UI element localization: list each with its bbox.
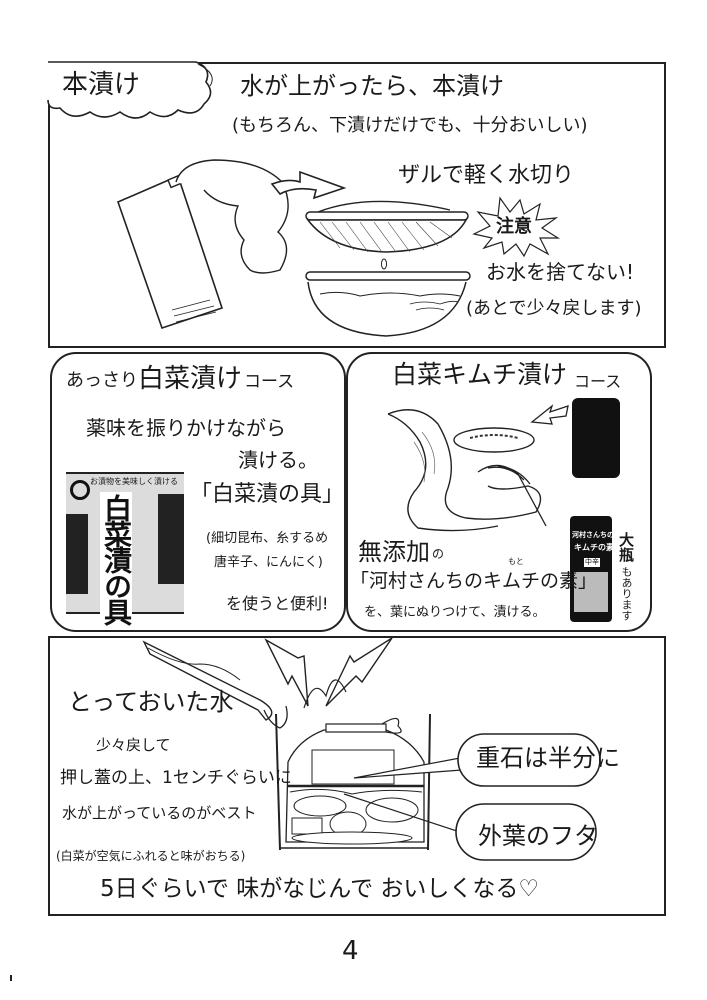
ingredients-line2: 唐辛子、にんにく) bbox=[214, 555, 323, 570]
bubble-lid-shape bbox=[343, 793, 597, 861]
drain-caption: ザルで軽く水切り bbox=[398, 163, 575, 188]
cloud-speech-shape bbox=[47, 61, 213, 119]
bottom-line3: 水が上がっているのがベスト bbox=[62, 804, 257, 822]
note-keep-water: お水を捨てない! bbox=[486, 260, 635, 284]
warning-label: 注意 bbox=[496, 216, 532, 237]
ingredients-line1: (細切昆布、糸するめ bbox=[206, 531, 329, 546]
subheading-note: (もちろん、下漬けだけでも、十分おいしい) bbox=[232, 115, 588, 136]
arrow-right-icon bbox=[270, 170, 347, 200]
large-bottle-note-2: もあります bbox=[620, 566, 633, 621]
large-bottle-note-1: 大瓶 bbox=[617, 532, 635, 562]
left-course-suffix: コース bbox=[244, 372, 295, 392]
kimchi-product-name: 「河村さんちのキムチの素」 bbox=[350, 570, 598, 592]
scan-mark bbox=[10, 975, 12, 981]
jar-label-line1: 河村さんちの bbox=[572, 531, 614, 539]
left-course-title: 白菜漬け bbox=[138, 364, 243, 394]
bubble-lid-text: 外葉のフタ bbox=[478, 822, 598, 850]
right-course-title: 白菜キムチ漬け bbox=[392, 360, 568, 389]
bottom-line1: 少々戻して bbox=[96, 736, 171, 754]
tilted-container-drawing bbox=[116, 159, 289, 330]
ruby-moto: もと bbox=[508, 557, 524, 566]
kimchi-instruction: を、葉にぬりつけて、漬ける。 bbox=[364, 605, 546, 620]
package-logo-icon bbox=[70, 480, 90, 500]
conclusion-text: 5日ぐらいで 味がなじんで おいしくなる♡ bbox=[100, 876, 540, 902]
cabbage-and-hand-drawing bbox=[387, 409, 547, 532]
product-package-image: お漬物を美味しく漬ける 白菜漬の具 bbox=[66, 472, 184, 626]
bubble-weight-shape bbox=[353, 733, 601, 787]
package-dark-band-left bbox=[66, 514, 88, 594]
kimchi-jar-small-image bbox=[572, 398, 620, 478]
title-main-pickling: 本漬け bbox=[62, 70, 141, 100]
colander-drawing bbox=[305, 200, 471, 337]
page-number: 4 bbox=[342, 936, 359, 966]
jar-label-line2: キムチの素 bbox=[574, 543, 614, 552]
kimchi-jar-large-image: 河村さんちの キムチの素 中辛 bbox=[570, 516, 614, 622]
bubble-weight-text: 重石は半分に bbox=[476, 744, 620, 772]
ladle-pouring-drawing bbox=[142, 640, 288, 729]
additive-free-label: 無添加 bbox=[358, 538, 430, 566]
saved-water-label: とっておいた水 bbox=[68, 688, 234, 716]
jar-badge: 中辛 bbox=[584, 558, 600, 567]
jar-photo bbox=[574, 572, 608, 612]
bottom-line4: (白菜が空気にふれると味がおちる) bbox=[56, 849, 246, 863]
arrows-into-container bbox=[264, 637, 393, 709]
product-name-hakusai: 「白菜漬の具」 bbox=[190, 482, 345, 507]
left-tip: を使うと便利! bbox=[226, 594, 329, 613]
additive-free-particle: の bbox=[432, 547, 445, 561]
bottom-line2: 押し蓋の上、1センチぐらいに bbox=[60, 768, 292, 788]
left-instruction-line1: 薬味を振りかけながら bbox=[86, 416, 286, 440]
warning-burst-shape bbox=[472, 196, 561, 258]
note-return-later: (あとで少々戻します) bbox=[466, 298, 642, 319]
arrow-left-icon bbox=[530, 404, 569, 425]
left-course-prefix: あっさり bbox=[66, 370, 138, 391]
right-course-suffix: コース bbox=[574, 372, 622, 391]
left-instruction-line2: 漬ける。 bbox=[238, 448, 318, 472]
heading-water-rises: 水が上がったら、本漬け bbox=[240, 72, 504, 100]
package-dark-band-right bbox=[158, 494, 184, 584]
package-label: 白菜漬の具 bbox=[100, 492, 133, 626]
package-top-text: お漬物を美味しく漬ける bbox=[90, 477, 178, 486]
